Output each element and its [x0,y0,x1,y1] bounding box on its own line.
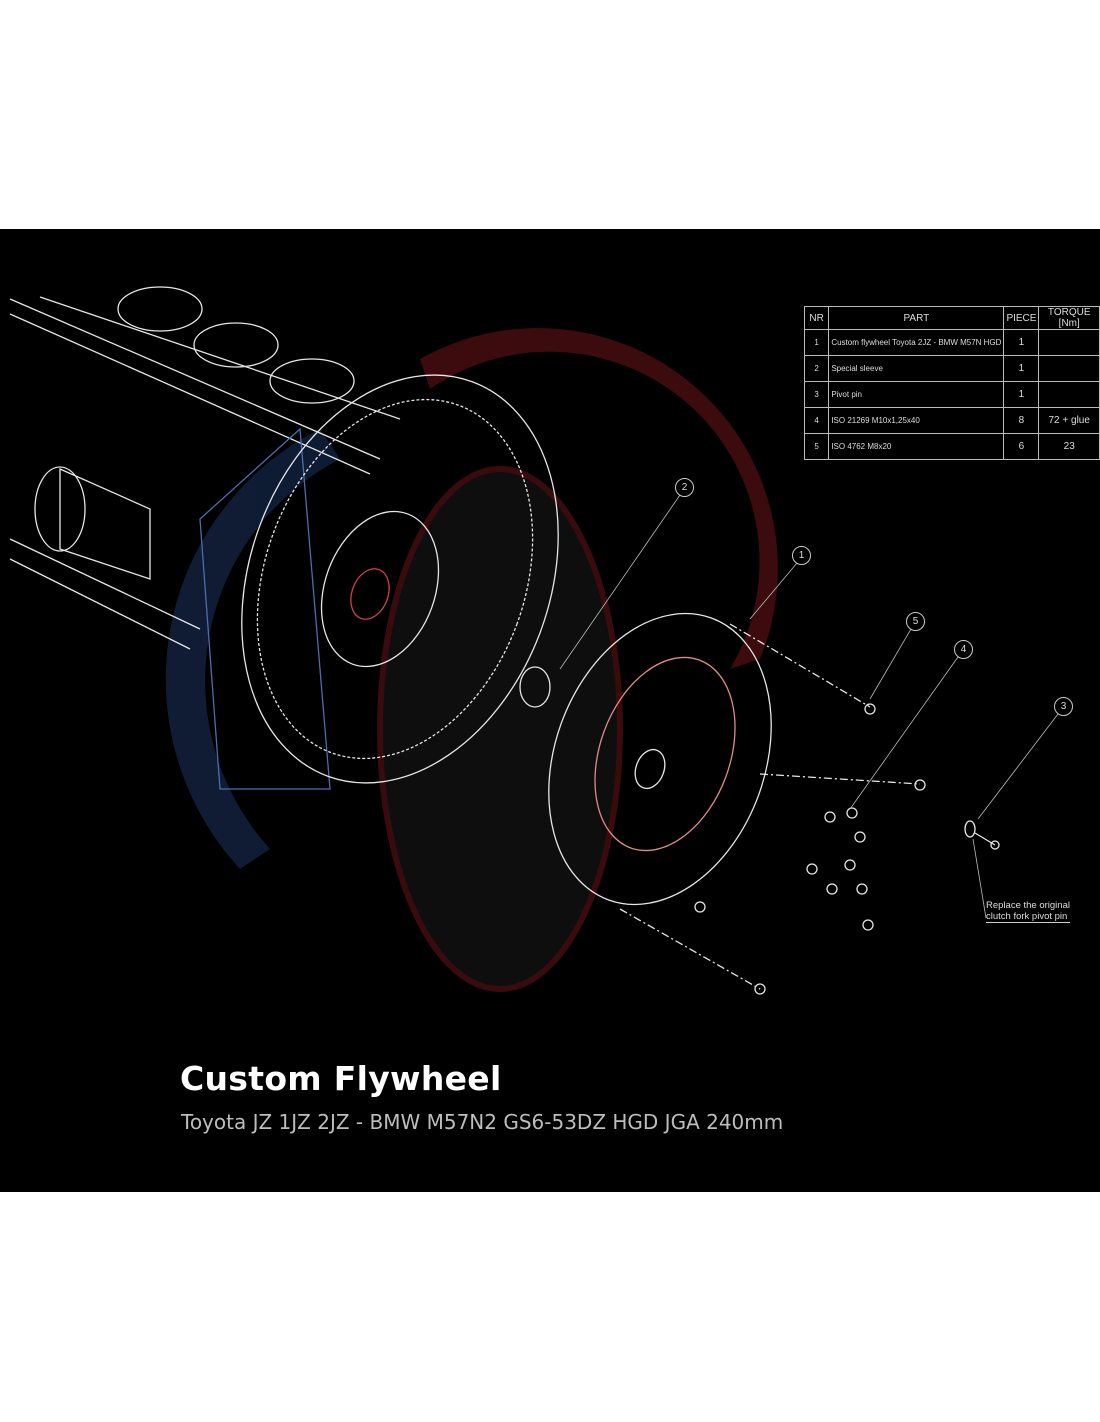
cell-part: Custom flywheel Toyota 2JZ - BMW M57N HG… [828,329,1005,356]
cell-nr: 5 [803,433,830,460]
note-line-1: Replace the original [986,900,1070,911]
cell-torque: 23 [1038,433,1100,460]
engine-block [9,286,401,790]
balloon-5: 5 [906,612,925,631]
table-header-row: NR PART PIECE TORQUE [Nm] [803,306,1100,330]
balloon-3: 3 [1054,697,1073,716]
header-nr: NR [803,306,830,330]
special-sleeve [519,666,551,708]
header-piece: PIECE [1003,306,1040,330]
cell-nr: 3 [803,381,830,408]
pivot-pin [964,820,1000,850]
stock-flywheel [241,374,559,784]
table-row: 1 Custom flywheel Toyota 2JZ - BMW M57N … [803,329,1100,356]
header-torque: TORQUE [Nm] [1038,306,1100,330]
cell-nr: 4 [803,407,830,434]
table-row: 3 Pivot pin 1 [803,381,1100,408]
cell-nr: 1 [803,329,830,356]
cell-torque [1038,329,1100,356]
balloon-1: 1 [792,546,811,565]
table-row: 5 ISO 4762 M8x20 6 23 [803,433,1100,460]
bill-of-materials-table: NR PART PIECE TORQUE [Nm] 1 Custom flywh… [803,306,1100,460]
cell-piece: 8 [1003,407,1040,434]
cell-torque: 72 + glue [1038,407,1100,434]
note-line-2: clutch fork pivot pin [986,911,1068,922]
header-part: PART [828,306,1005,330]
cell-nr: 2 [803,355,830,382]
cell-torque [1038,355,1100,382]
cell-part: ISO 4762 M8x20 [828,433,1005,460]
table-row: 2 Special sleeve 1 [803,355,1100,382]
cell-part: Special sleeve [828,355,1005,382]
cell-part: ISO 21269 M10x1,25x40 [828,407,1005,434]
cell-piece: 1 [1003,355,1040,382]
cell-piece: 1 [1003,329,1040,356]
watermark-logo [165,328,778,992]
cell-part: Pivot pin [828,381,1005,408]
pivot-pin-note: Replace the original clutch fork pivot p… [986,900,1070,923]
exploded-view-drawing [9,286,1059,995]
page-title: Custom Flywheel [180,1059,502,1098]
custom-flywheel [548,612,772,906]
balloon-4: 4 [954,640,973,659]
page-subtitle: Toyota JZ 1JZ 2JZ - BMW M57N2 GS6-53DZ H… [181,1110,784,1134]
cell-piece: 6 [1003,433,1040,460]
leader-lines [559,494,1059,919]
cell-torque [1038,381,1100,408]
diagram-panel: NR PART PIECE TORQUE [Nm] 1 Custom flywh… [0,229,1100,1192]
table-row: 4 ISO 21269 M10x1,25x40 8 72 + glue [803,407,1100,434]
bolts [619,623,926,995]
cell-piece: 1 [1003,381,1040,408]
balloon-2: 2 [675,478,694,497]
